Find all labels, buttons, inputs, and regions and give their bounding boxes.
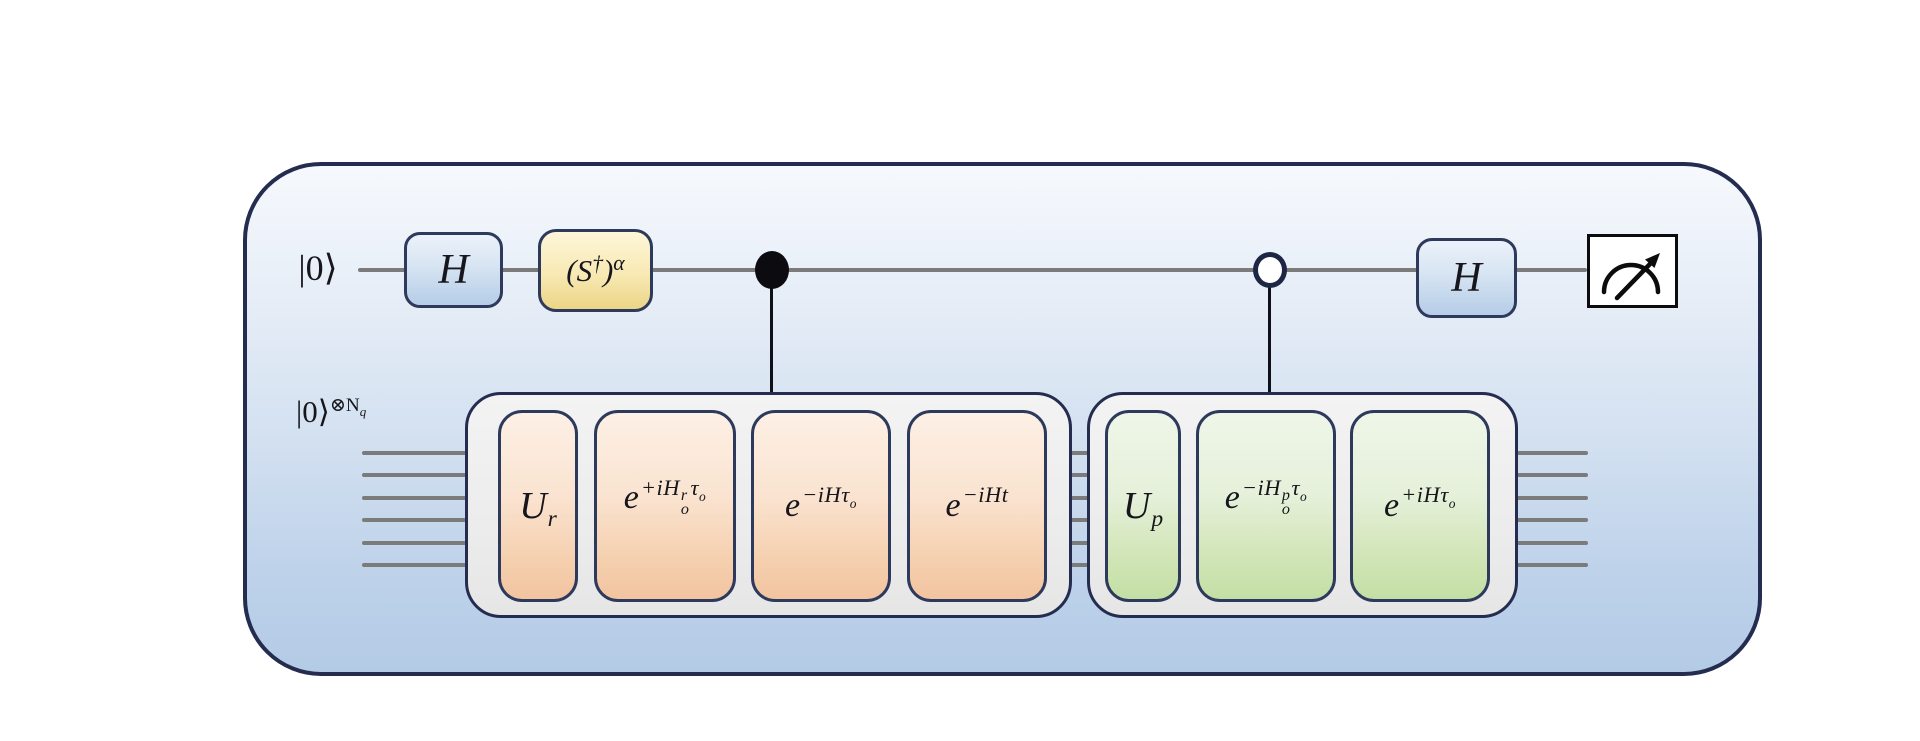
filled-control-dot xyxy=(755,251,789,289)
system-wire-left xyxy=(362,496,466,500)
measurement-gauge-icon xyxy=(1601,253,1661,301)
s-dagger-alpha-gate: (S†)α xyxy=(538,229,653,312)
system-wire-left xyxy=(362,451,466,455)
open-control-dot xyxy=(1253,252,1287,288)
system-wire-mid xyxy=(1067,451,1091,455)
system-wire-left xyxy=(362,563,466,567)
system-wire-left xyxy=(362,541,466,545)
system-wire-mid xyxy=(1067,496,1091,500)
hadamard-gate-2: H xyxy=(1416,238,1517,318)
hadamard-gate-1: H xyxy=(404,232,503,308)
system-wire-right xyxy=(1517,541,1588,545)
e-minus-iH-tau-gate: e−iHτo xyxy=(751,410,891,602)
system-wire-right xyxy=(1517,563,1588,567)
system-wire-right xyxy=(1517,451,1588,455)
system-wire-mid xyxy=(1067,563,1091,567)
system-wire-right xyxy=(1517,473,1588,477)
system-wire-mid xyxy=(1067,473,1091,477)
control-line-filled xyxy=(770,270,773,394)
system-ket-label: |0⟩⊗Nq xyxy=(296,394,367,429)
system-wire-right xyxy=(1517,496,1588,500)
system-wire-left xyxy=(362,518,466,522)
measurement-box xyxy=(1587,234,1678,308)
ancilla-ket-label: |0⟩ xyxy=(298,248,338,288)
ur-gate: Ur xyxy=(498,410,578,602)
control-line-open xyxy=(1268,270,1271,394)
system-wire-right xyxy=(1517,518,1588,522)
e-plus-iH-tau-gate: e+iHτo xyxy=(1350,410,1490,602)
ancilla-wire xyxy=(358,268,1587,272)
system-wire-mid xyxy=(1067,518,1091,522)
up-gate: Up xyxy=(1105,410,1181,602)
system-wire-mid xyxy=(1067,541,1091,545)
e-minus-iHt-gate: e−iHt xyxy=(907,410,1047,602)
system-wire-left xyxy=(362,473,466,477)
